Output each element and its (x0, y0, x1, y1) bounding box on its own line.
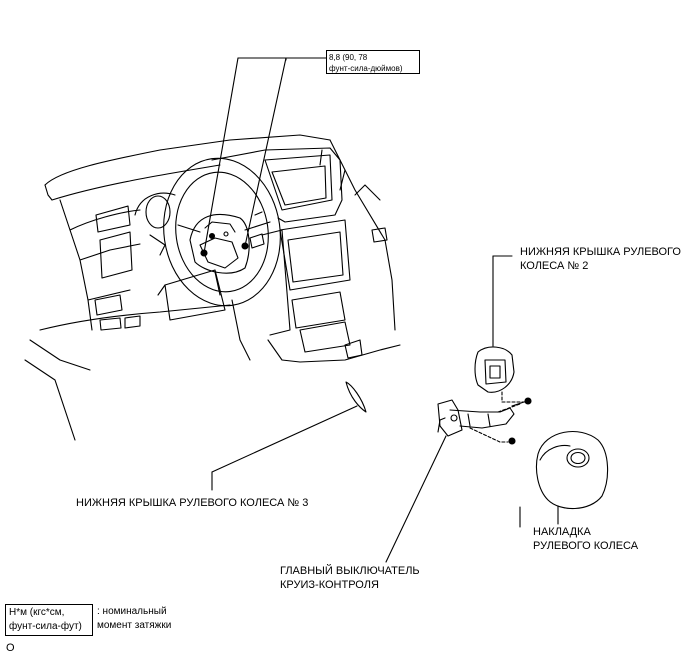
lower-cover-3-label: НИЖНЯЯ КРЫШКА РУЛЕВОГО КОЛЕСА № 3 (76, 497, 309, 509)
legend-unit-line-2: фунт-сила-фут) (9, 621, 82, 632)
steering-wheel-drawing (163, 157, 281, 307)
legend-description-line-2: момент затяжки (97, 620, 172, 631)
steering-pad-label: НАКЛАДКА РУЛЕВОГО КОЛЕСА (533, 525, 638, 553)
steering-pad-part (519, 430, 609, 528)
cruise-switch-label-line-2: КРУИЗ-КОНТРОЛЯ (280, 579, 379, 591)
legend-unit-line-1: Н*м (кгс*см, (9, 607, 65, 618)
torque-spec-box: 8,8 (90, 78 фунт-сила-дюймов) (326, 50, 420, 74)
steering-pad-label-line-1: НАКЛАДКА (533, 526, 591, 538)
cruise-switch-label-line-1: ГЛАВНЫЙ ВЫКЛЮЧАТЕЛЬ (280, 565, 420, 577)
footer-code: O (6, 642, 15, 654)
lower-cover-2-label-line-2: КОЛЕСА № 2 (520, 260, 589, 272)
lower-cover-2-label-line-1: НИЖНЯЯ КРЫШКА РУЛЕВОГО (520, 246, 681, 258)
lower-cover-2-label: НИЖНЯЯ КРЫШКА РУЛЕВОГО КОЛЕСА № 2 (520, 245, 681, 273)
steering-pad-label-line-2: РУЛЕВОГО КОЛЕСА (533, 540, 639, 552)
cruise-switch-part (385, 397, 532, 563)
lower-cover-2-part (474, 255, 515, 393)
lower-cover-3-part (211, 381, 367, 491)
torque-leader-lines (203, 57, 327, 254)
dashboard-drawing (24, 134, 401, 441)
legend-description-line-1: : номинальный (97, 606, 167, 617)
dashed-link-lines (501, 391, 527, 403)
legend-description: : номинальный момент затяжки (97, 605, 171, 633)
torque-line-2: фунт-сила-дюймов) (329, 64, 403, 73)
legend-unit-box: Н*м (кгс*см, фунт-сила-фут) (5, 604, 93, 636)
cruise-switch-label: ГЛАВНЫЙ ВЫКЛЮЧАТЕЛЬ КРУИЗ-КОНТРОЛЯ (280, 564, 420, 592)
torque-line-1: 8,8 (90, 78 (329, 53, 368, 62)
